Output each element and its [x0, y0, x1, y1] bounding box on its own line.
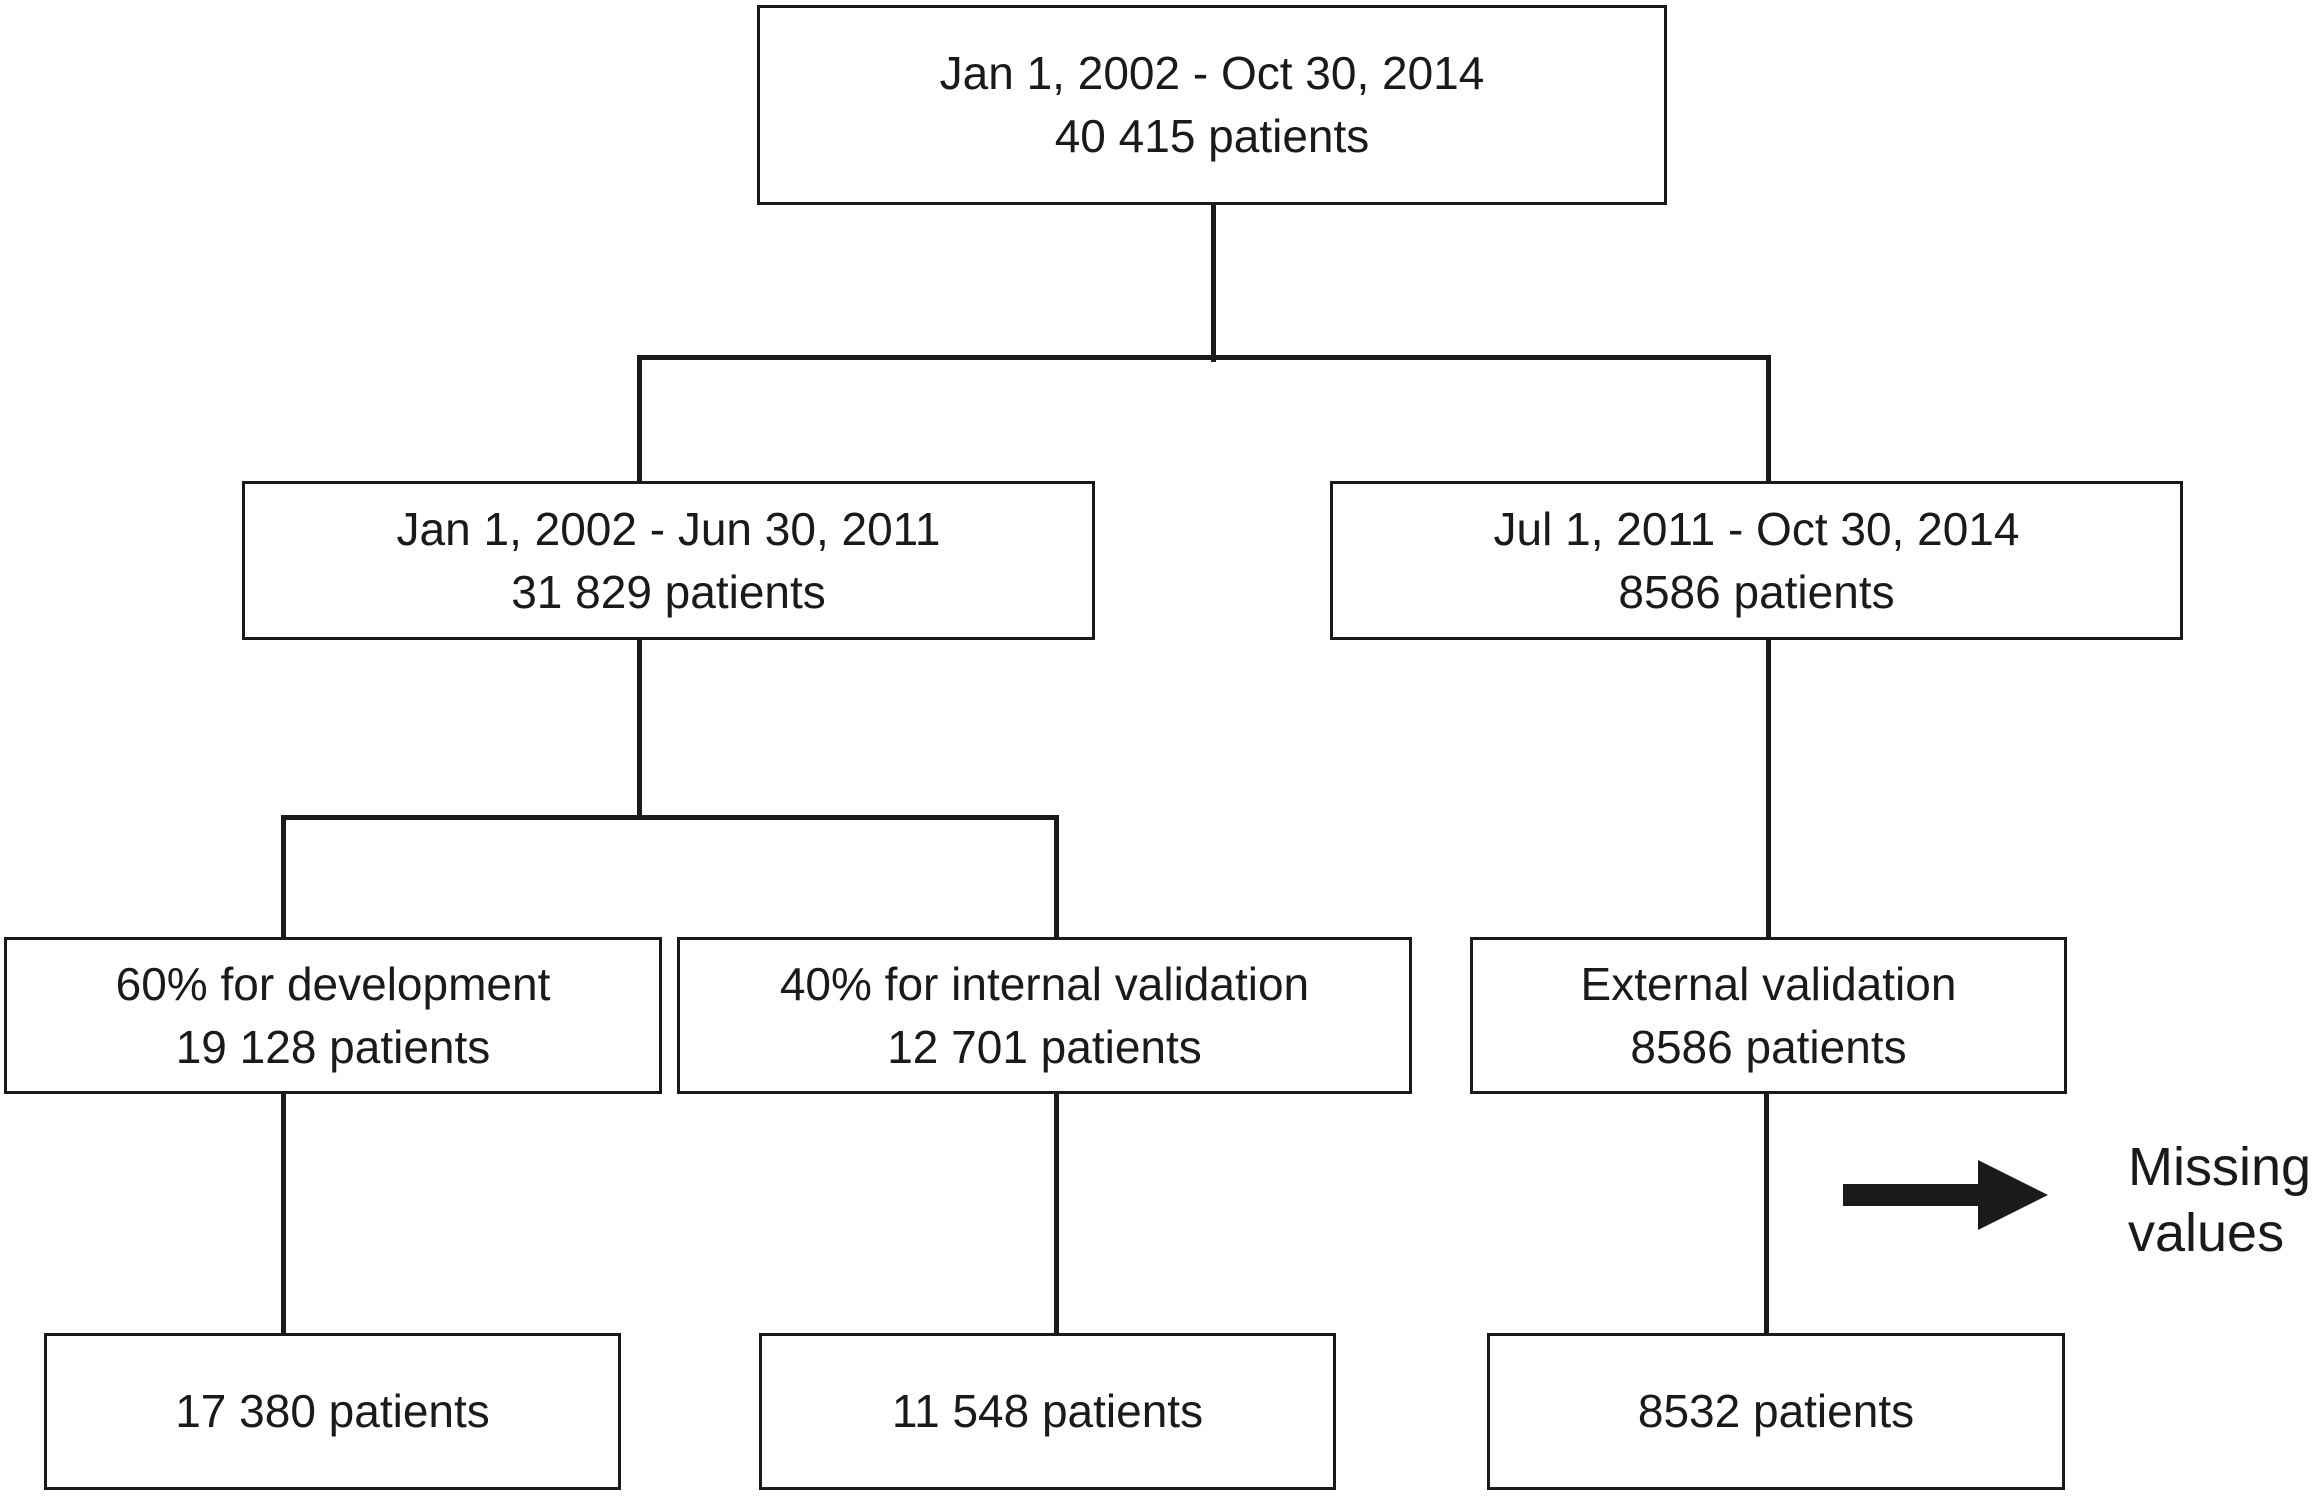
box-development-label: 60% for development	[115, 957, 551, 1010]
box-final-internal-count: 11 548 patients	[891, 1385, 1204, 1438]
box-external-validation-count: 8586 patients	[1630, 1020, 1907, 1073]
box-internal-validation-count: 12 701 patients	[887, 1020, 1202, 1073]
box-internal-validation: 40% for internal validation 12 701 patie…	[677, 937, 1412, 1094]
box-right-period: Jul 1, 2011 - Oct 30, 2014 8586 patients	[1330, 481, 2183, 640]
box-total-period-dates: Jan 1, 2002 - Oct 30, 2014	[939, 47, 1485, 100]
connector-split-1	[637, 355, 1771, 360]
box-right-period-count: 8586 patients	[1618, 565, 1895, 618]
connector-split-2	[281, 815, 1059, 820]
connector-to-development	[281, 815, 286, 940]
missing-values-label: Missing values	[2128, 1135, 2311, 1267]
missing-values-line1: Missing	[2128, 1137, 2312, 1197]
box-right-period-dates: Jul 1, 2011 - Oct 30, 2014	[1493, 502, 2020, 555]
right-arrow-icon	[1843, 1160, 2048, 1230]
box-left-period-dates: Jan 1, 2002 - Jun 30, 2011	[396, 502, 941, 555]
connector-left-period-down	[637, 640, 642, 820]
box-left-period-count: 31 829 patients	[511, 565, 826, 618]
box-total-period: Jan 1, 2002 - Oct 30, 2014 40 415 patien…	[757, 5, 1667, 205]
connector-internal-down	[1054, 1094, 1059, 1334]
box-external-validation-label: External validation	[1580, 957, 1957, 1010]
box-final-internal: 11 548 patients	[759, 1333, 1336, 1490]
box-internal-validation-label: 40% for internal validation	[779, 957, 1310, 1010]
box-total-period-count: 40 415 patients	[1054, 110, 1370, 162]
missing-values-line2: values	[2128, 1202, 2285, 1263]
box-development-count: 19 128 patients	[175, 1020, 491, 1073]
box-final-external-count: 8532 patients	[1637, 1385, 1915, 1438]
box-final-development-count: 17 380 patients	[175, 1385, 490, 1438]
box-final-development: 17 380 patients	[44, 1333, 621, 1490]
connector-external-down	[1764, 1094, 1769, 1334]
connector-development-down	[281, 1094, 286, 1334]
box-final-external: 8532 patients	[1487, 1333, 2065, 1490]
box-external-validation: External validation 8586 patients	[1470, 937, 2067, 1094]
connector-to-left-period	[637, 355, 642, 485]
connector-to-right-period	[1766, 355, 1771, 485]
connector-top-down	[1211, 205, 1216, 362]
connector-to-internal	[1054, 815, 1059, 940]
box-left-period: Jan 1, 2002 - Jun 30, 2011 31 829 patien…	[242, 481, 1095, 640]
connector-right-period-down	[1766, 640, 1771, 940]
box-development: 60% for development 19 128 patients	[4, 937, 662, 1094]
